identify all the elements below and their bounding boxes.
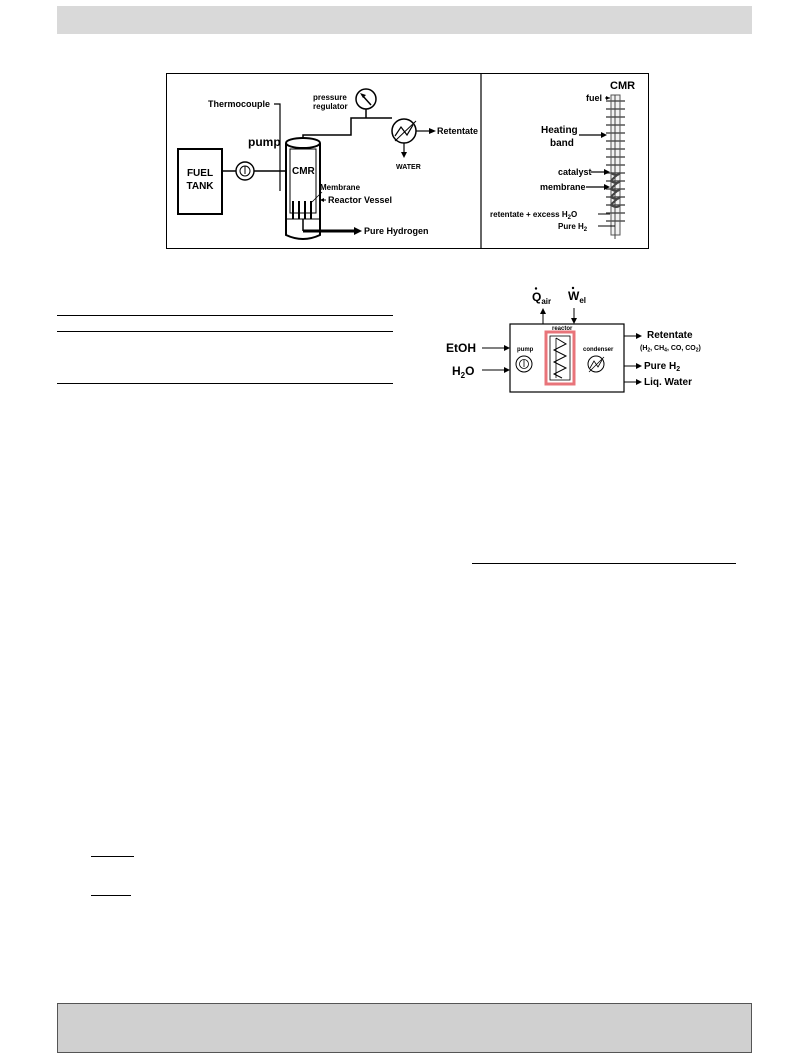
table-bottom-rule [57, 383, 393, 384]
fuel-tank [177, 148, 223, 215]
reactor-vessel-label: Reactor Vessel [328, 195, 392, 205]
output-pure-h2: Pure H2 [644, 361, 680, 373]
short-rule-1 [91, 856, 134, 857]
condenser-block-label: condenser [583, 347, 614, 353]
retentate-label: Retentate [437, 126, 478, 136]
pure-h2-detail-label: Pure H2 [558, 222, 588, 233]
w-el-label: Wel [568, 289, 586, 305]
pressure-regulator-label-2: regulator [313, 102, 348, 111]
water-label: WATER [396, 164, 421, 171]
catalyst-label: catalyst [558, 167, 592, 177]
reactor-highlight [544, 330, 576, 386]
footer-bar [57, 1003, 752, 1053]
pump-label: pump [248, 135, 281, 149]
header-bar [57, 6, 752, 34]
thermocouple-label: Thermocouple [208, 99, 270, 109]
fuel-label: fuel [586, 93, 602, 103]
pressure-regulator-label-1: pressure [313, 93, 347, 102]
input-etoh: EtOH [446, 341, 476, 355]
output-retentate-composition: (H2, CH4, CO, CO2) [640, 345, 701, 354]
table-header-rule [57, 331, 393, 332]
cmr-detail-title: CMR [610, 80, 635, 92]
reactor-block-label: reactor [552, 326, 573, 332]
input-h2o: H2O [452, 364, 474, 380]
heating-band-label-1: Heating [541, 125, 578, 136]
q-air-label: Qair [532, 290, 551, 306]
pure-hydrogen-label: Pure Hydrogen [364, 226, 429, 236]
system-block-figure: Qair Wel EtOH H2O pump reactor condenser… [446, 286, 701, 393]
cmr-setup-figure: FUEL TANK pump Thermocouple CMR Membrane… [166, 73, 649, 249]
membrane-label: Membrane [320, 183, 361, 192]
fuel-tank-label-1: FUEL [187, 168, 213, 179]
output-retentate: Retentate [647, 330, 693, 341]
fuel-tank-label-2: TANK [186, 181, 214, 192]
right-column-rule [472, 563, 736, 564]
short-rule-2 [91, 895, 131, 896]
retentate-excess-label: retentate + excess H2O [490, 210, 577, 221]
cmr-label: CMR [292, 166, 316, 177]
output-liq-water: Liq. Water [644, 377, 692, 388]
heating-band-label-2: band [550, 138, 574, 149]
table-top-rule [57, 315, 393, 316]
membrane-detail-label: membrane [540, 182, 586, 192]
pump-block-label: pump [517, 347, 534, 353]
